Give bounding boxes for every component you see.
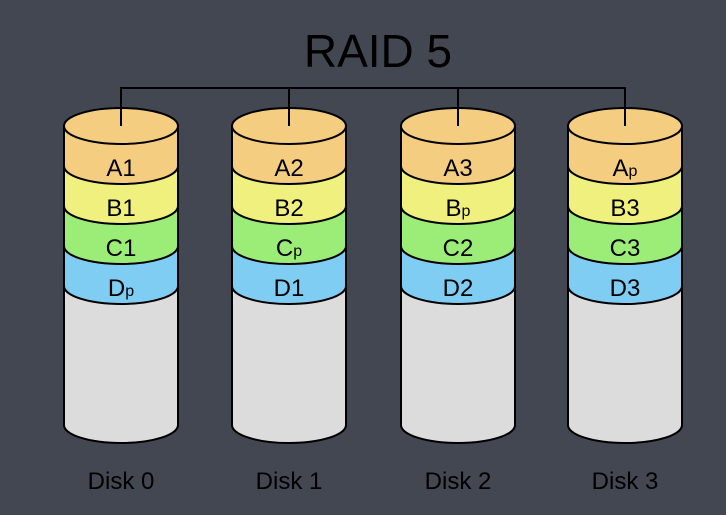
disk-label: Disk 2 bbox=[425, 468, 492, 495]
data-block-label: A3 bbox=[443, 155, 472, 182]
diagram-title: RAID 5 bbox=[304, 25, 452, 77]
block-letter: D bbox=[274, 275, 291, 302]
data-block-label: A1 bbox=[106, 155, 135, 182]
block-index: 2 bbox=[290, 155, 303, 182]
array-connector bbox=[120, 87, 626, 126]
block-letter: B bbox=[274, 195, 290, 222]
data-block-label: C2 bbox=[443, 235, 474, 262]
block-letter: B bbox=[446, 195, 462, 222]
block-letter: C bbox=[106, 235, 123, 262]
block-letter: A bbox=[106, 155, 122, 182]
parity-subscript: p bbox=[125, 283, 134, 300]
data-block-label: C3 bbox=[610, 235, 641, 262]
block-index: 2 bbox=[460, 235, 473, 262]
block-index: 1 bbox=[122, 195, 135, 222]
block-index: 2 bbox=[460, 275, 473, 302]
parity-subscript: p bbox=[629, 163, 638, 180]
block-index: 3 bbox=[459, 155, 472, 182]
data-block-label: D3 bbox=[610, 275, 641, 302]
parity-block-label: Ap bbox=[613, 155, 638, 182]
parity-block-label: Cp bbox=[276, 235, 302, 262]
block-letter: D bbox=[443, 275, 460, 302]
block-letter: C bbox=[276, 235, 293, 262]
block-index: 3 bbox=[627, 235, 640, 262]
block-index: 1 bbox=[291, 275, 304, 302]
block-letter: A bbox=[613, 155, 629, 182]
block-index: 1 bbox=[123, 235, 136, 262]
data-block-label: D1 bbox=[274, 275, 305, 302]
parity-subscript: p bbox=[462, 203, 471, 220]
block-letter: C bbox=[443, 235, 460, 262]
block-index: 3 bbox=[626, 195, 639, 222]
block-letter: C bbox=[610, 235, 627, 262]
parity-block-label: Dp bbox=[108, 275, 134, 302]
block-index: 1 bbox=[122, 155, 135, 182]
block-letter: D bbox=[108, 275, 125, 302]
data-block-label: B1 bbox=[106, 195, 135, 222]
block-index: 2 bbox=[290, 195, 303, 222]
disk-label: Disk 1 bbox=[256, 468, 323, 495]
block-letter: A bbox=[443, 155, 459, 182]
parity-subscript: p bbox=[293, 243, 302, 260]
block-index: 3 bbox=[627, 275, 640, 302]
data-block-label: B3 bbox=[610, 195, 639, 222]
block-letter: B bbox=[610, 195, 626, 222]
data-block-label: D2 bbox=[443, 275, 474, 302]
block-letter: B bbox=[106, 195, 122, 222]
data-block-label: B2 bbox=[274, 195, 303, 222]
connector-line bbox=[120, 87, 626, 126]
data-block-label: C1 bbox=[106, 235, 137, 262]
parity-block-label: Bp bbox=[446, 195, 471, 222]
data-block-label: A2 bbox=[274, 155, 303, 182]
disk-label: Disk 0 bbox=[88, 468, 155, 495]
block-letter: D bbox=[610, 275, 627, 302]
block-letter: A bbox=[274, 155, 290, 182]
disk-label: Disk 3 bbox=[592, 468, 659, 495]
